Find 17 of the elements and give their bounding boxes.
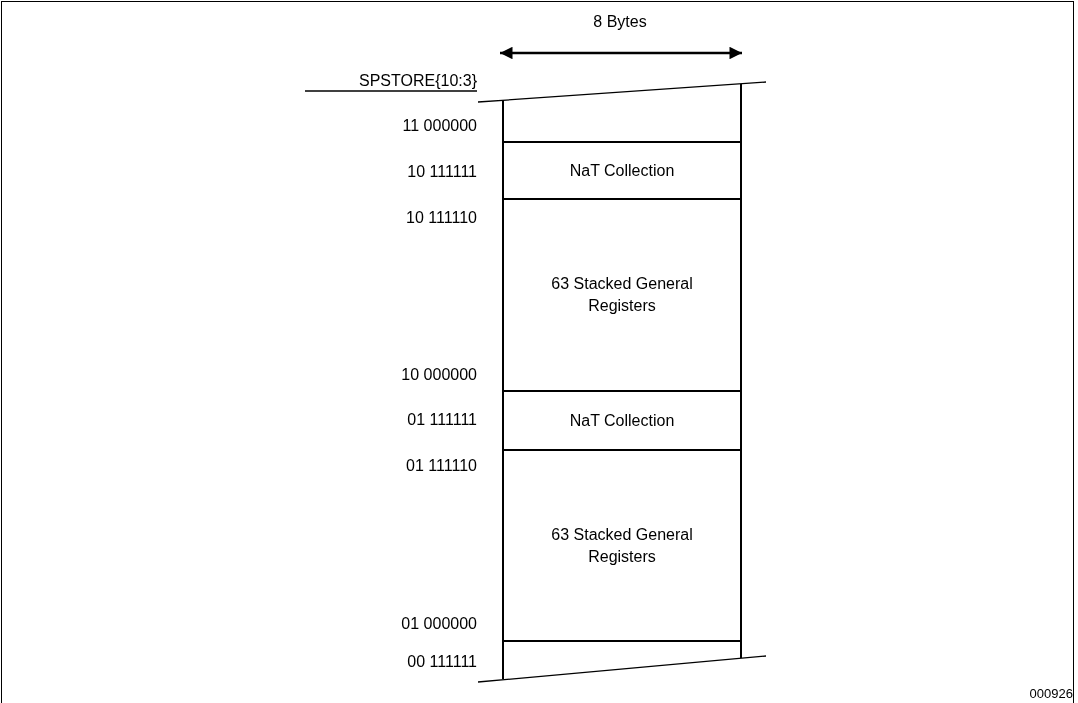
address-label: 01 111111 — [407, 410, 477, 430]
memory-slot: 63 Stacked General Registers — [502, 198, 742, 392]
memory-slot: NaT Collection — [502, 141, 742, 200]
figure-number: 000926 — [1029, 685, 1073, 703]
address-label: 00 111111 — [407, 652, 477, 672]
memory-slot — [502, 83, 742, 143]
address-label: 10 000000 — [401, 365, 477, 385]
address-label: 10 111111 — [407, 162, 477, 182]
dimension-label: 8 Bytes — [593, 12, 647, 32]
address-label: 11 000000 — [402, 116, 477, 136]
register-label: SPSTORE{10:3} — [359, 71, 477, 91]
memory-slot — [502, 640, 742, 680]
address-label: 10 111110 — [406, 208, 477, 228]
memory-slot: NaT Collection — [502, 390, 742, 451]
address-label: 01 000000 — [401, 614, 477, 634]
memory-slot: 63 Stacked General Registers — [502, 449, 742, 642]
address-label: 01 111110 — [406, 456, 477, 476]
